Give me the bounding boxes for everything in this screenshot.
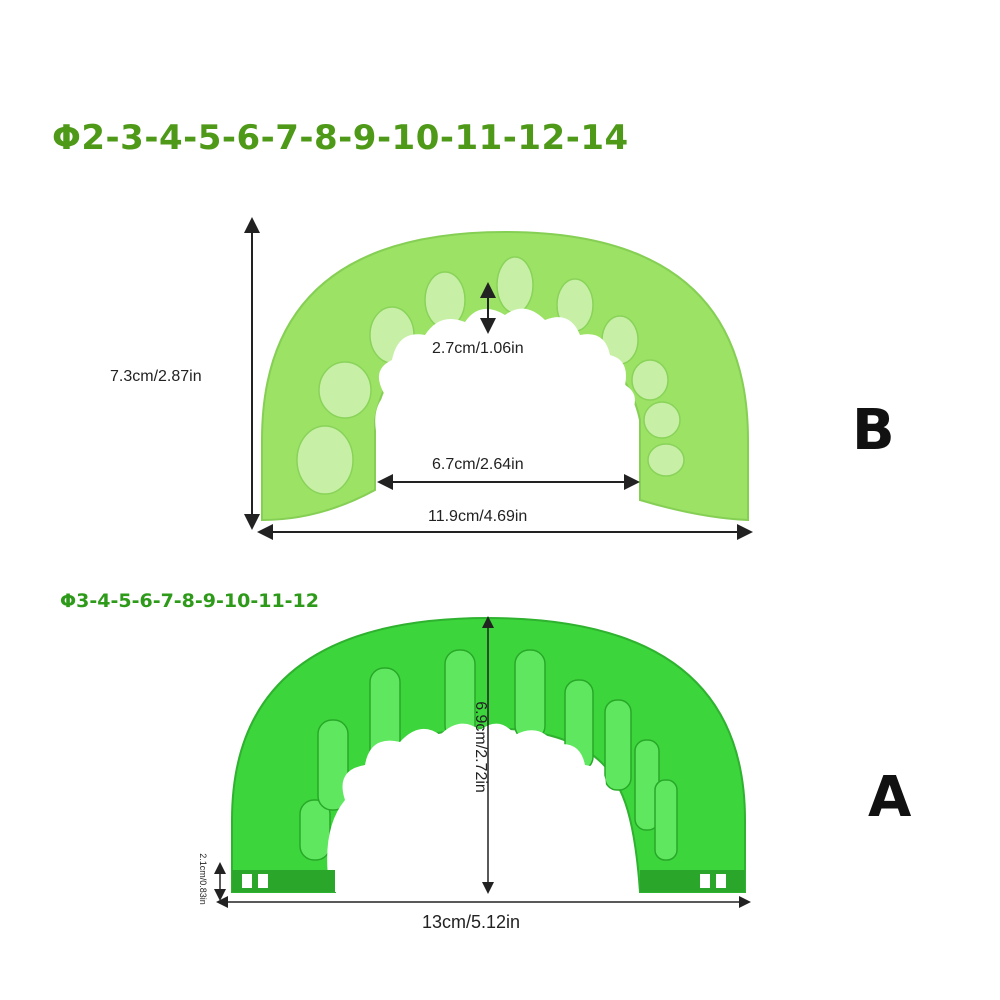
dimension-lines-a (214, 616, 751, 908)
product-a-outer-width: 13cm/5.12in (422, 912, 521, 932)
product-b-shape (261, 230, 749, 522)
dimension-lines-b (244, 217, 753, 540)
product-b-slot-depth: 2.7cm/1.06in (432, 340, 524, 357)
product-a-label: A (868, 765, 912, 830)
product-a-height: 6.9cm/2.72in (472, 701, 489, 793)
product-a-thickness: 2.1cm/0.83in (198, 853, 208, 905)
product-b-height: 7.3cm/2.87in (110, 368, 202, 385)
product-b-inner-width: 6.7cm/2.64in (432, 456, 524, 473)
product-b-outer-width: 11.9cm/4.69in (428, 508, 528, 525)
product-a-shape (231, 616, 746, 893)
product-a-size-range: Φ3-4-5-6-7-8-9-10-11-12 (60, 590, 319, 612)
product-b-label: B (852, 398, 895, 463)
product-b-size-range: Φ2-3-4-5-6-7-8-9-10-11-12-14 (52, 118, 629, 158)
